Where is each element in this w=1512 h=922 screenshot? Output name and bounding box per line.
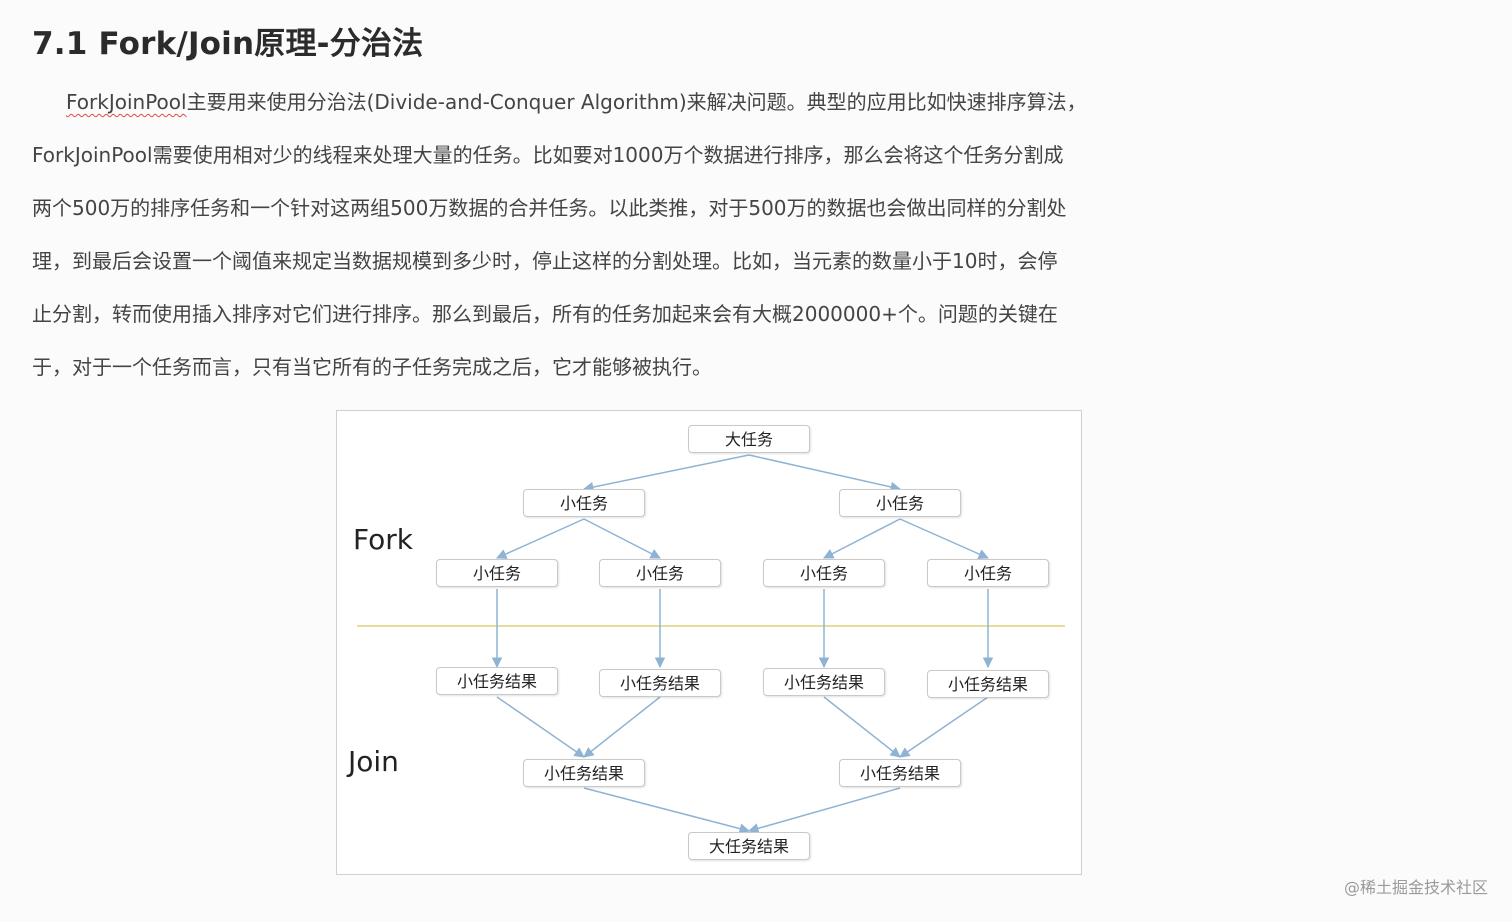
sub-task-box: 小任务 (436, 559, 558, 587)
sub-task-box: 小任务 (523, 489, 645, 517)
sub-result-box: 小任务结果 (927, 670, 1049, 698)
edge-rl-join (823, 696, 901, 758)
edge-right-to-rl (823, 518, 901, 559)
paragraph-line-2: ForkJoinPool需要使用相对少的线程来处理大量的任务。比如要对1000万… (32, 143, 1064, 167)
edge-left-final (583, 787, 751, 834)
paragraph-line-4: 理，到最后会设置一个阈值来规定当数据规模到多少时，停止这样的分割处理。比如，当元… (32, 249, 1058, 273)
sub-task-box: 小任务 (839, 489, 961, 517)
sub-result-box: 小任务结果 (523, 759, 645, 787)
edge-ll-join (496, 696, 585, 758)
sub-task-box: 小任务 (927, 559, 1049, 587)
body-paragraph: ForkJoinPool主要用来使用分治法(Divide-and-Conquer… (32, 76, 1192, 394)
fork-label: Fork (353, 523, 413, 556)
sub-result-box: 小任务结果 (599, 669, 721, 697)
big-task-box: 大任务 (688, 425, 810, 453)
diagram-connectors (357, 454, 1065, 834)
section-heading: 7.1 Fork/Join原理-分治法 (32, 26, 424, 62)
sub-result-box: 小任务结果 (436, 667, 558, 695)
edge-right-final (747, 787, 901, 834)
paragraph-line-5: 止分割，转而使用插入排序对它们进行排序。那么到最后，所有的任务加起来会有大概20… (32, 302, 1058, 326)
sub-task-box: 小任务 (599, 559, 721, 587)
sub-result-box: 小任务结果 (839, 759, 961, 787)
paragraph-line-6: 于，对于一个任务而言，只有当它所有的子任务完成之后，它才能够被执行。 (32, 355, 712, 379)
edge-lr-join (583, 696, 661, 758)
fork-join-diagram: Fork Join 大任务 小任务 小任务 小任务 小任务 小任务 小任务 小任… (336, 410, 1082, 875)
forkjoinpool-term: ForkJoinPool (66, 90, 187, 114)
edge-right-to-rr (899, 518, 989, 559)
big-result-box: 大任务结果 (688, 832, 810, 860)
sub-result-box: 小任务结果 (763, 668, 885, 696)
sub-task-box: 小任务 (763, 559, 885, 587)
watermark: @稀土掘金技术社区 (1343, 878, 1488, 897)
join-label: Join (348, 745, 399, 778)
edge-left-to-lr (583, 518, 661, 559)
paragraph-line-3: 两个500万的排序任务和一个针对这两组500万数据的合并任务。以此类推，对于50… (32, 196, 1067, 220)
paragraph-line-1-text: 主要用来使用分治法(Divide-and-Conquer Algorithm)来… (186, 90, 1087, 114)
edge-rr-join (899, 696, 989, 758)
edge-big-to-left (582, 454, 750, 493)
paragraph-line-1: ForkJoinPool主要用来使用分治法(Divide-and-Conquer… (32, 76, 1192, 129)
edge-big-to-right (748, 454, 902, 493)
edge-left-to-ll (496, 518, 585, 559)
